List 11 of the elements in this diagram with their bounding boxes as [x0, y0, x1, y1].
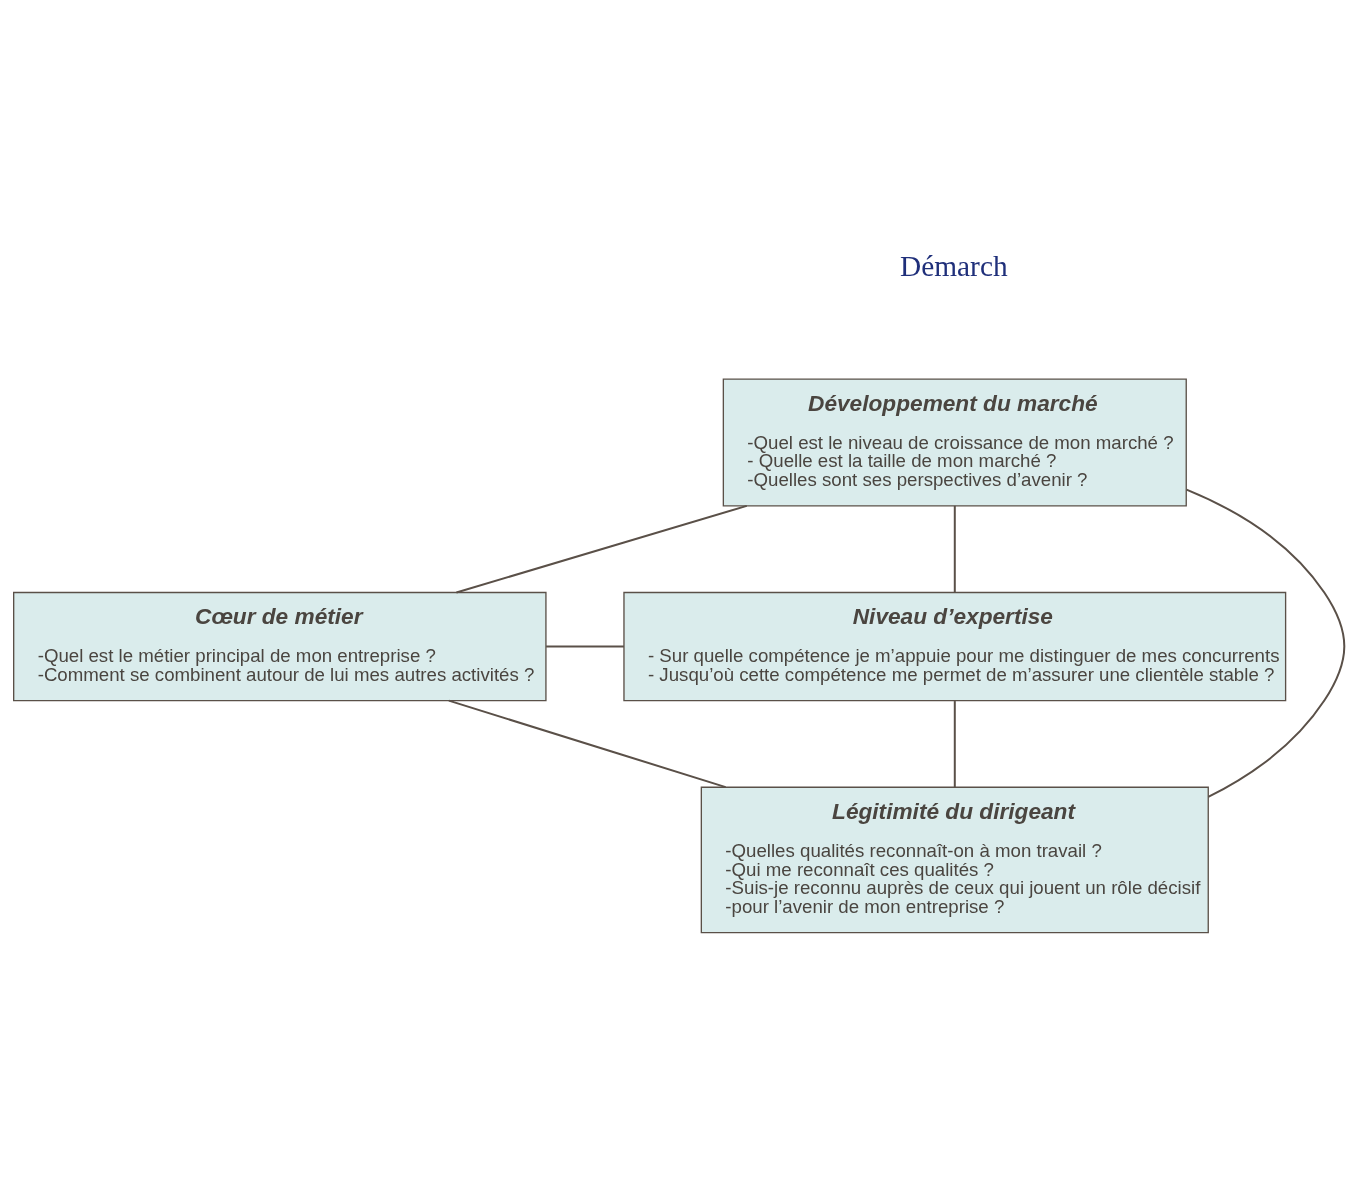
node-box: Niveau d’expertise - Sur quelle compétence je m’appuie pour me distinguer de mes concurrents - Jusqu’où cette compétence me permet de m’assurer une clientèle stable ?	[623, 591, 1287, 702]
node-box: Développement du marché -Quel est le niveau de croissance de mon marché ? - Quelle est la taille de mon marché ? -Quelles sont ses perspectives d’avenir ?	[722, 378, 1187, 507]
node-box: Légitimité du dirigeant -Quelles qualités reconnaît-on à mon travail ? -Qui me reconnaît ces qualités ? -Suis-je reconnu auprès de ceux qui jouent un rôle décisif -pour l’avenir de mon entreprise ?	[700, 786, 1209, 934]
connector	[953, 700, 956, 789]
connector	[1185, 488, 1346, 798]
connector	[455, 504, 748, 594]
connector	[447, 699, 727, 789]
node-box: Cœur de métier -Quel est le métier principal de mon entreprise ? -Comment se combinent autour de lui mes autres activités ?	[13, 591, 547, 702]
connector	[953, 504, 956, 594]
label: Démarch	[900, 249, 1008, 282]
connector	[545, 645, 625, 648]
